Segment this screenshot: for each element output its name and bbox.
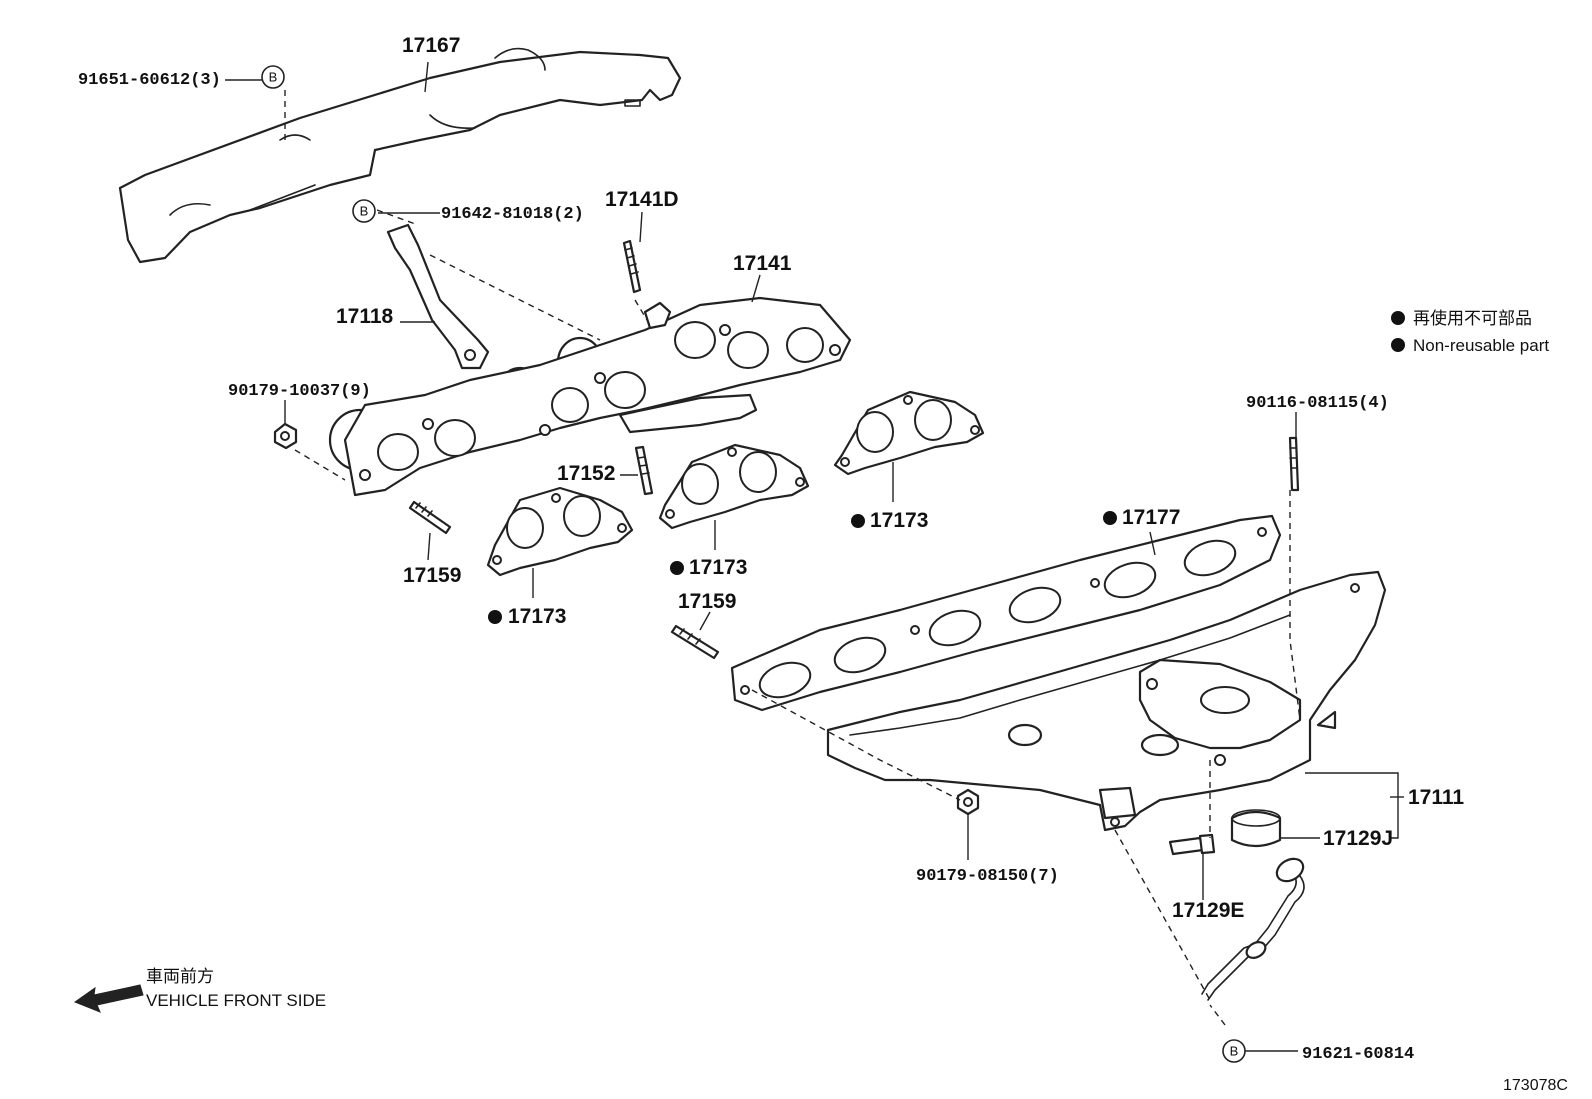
label-17159-lower: 17159 — [678, 590, 736, 613]
stud-17159-lower — [670, 624, 720, 660]
gasket-17173-a — [486, 486, 634, 577]
label-91642: 91642-81018(2) — [441, 205, 584, 224]
legend-dot-en — [1391, 338, 1405, 352]
gasket-17173-c — [833, 390, 985, 476]
bolt-marker-2: B — [352, 199, 376, 223]
union-17129E — [1168, 833, 1216, 856]
label-91651: 91651-60612(3) — [78, 71, 221, 90]
heat-insulator-17167 — [118, 47, 682, 264]
leader-lines — [225, 61, 1404, 1052]
label-17141D: 17141D — [605, 188, 679, 211]
label-90116: 90116-08115(4) — [1246, 394, 1389, 413]
label-17173-b: 17173 — [689, 556, 747, 579]
exhaust-manifold-17141 — [328, 296, 852, 497]
intake-gasket-17177 — [730, 514, 1282, 712]
legend-dot-jp — [1391, 311, 1405, 325]
front-direction-en: VEHICLE FRONT SIDE — [146, 991, 326, 1010]
hose-clip-91621 — [1201, 857, 1305, 1001]
legend: 再使用不可部品 Non-reusable part — [1391, 308, 1549, 355]
nonreusable-dot-17177 — [1103, 511, 1117, 525]
front-direction-indicator: 車両前方 VEHICLE FRONT SIDE — [73, 967, 326, 1013]
nonreusable-dot-17173c — [851, 514, 865, 528]
legend-text-jp: 再使用不可部品 — [1413, 308, 1532, 328]
stud-17141D — [622, 239, 642, 294]
legend-text-en: Non-reusable part — [1413, 336, 1549, 355]
plug-17129J — [1230, 809, 1282, 848]
manifold-stay-17118 — [386, 223, 490, 370]
bolt-marker-3: B — [1222, 1039, 1246, 1063]
label-17173-a: 17173 — [508, 605, 566, 628]
front-direction-jp: 車両前方 — [146, 967, 214, 986]
label-17159-upper: 17159 — [403, 564, 461, 587]
nut-90179-10037 — [273, 422, 298, 450]
label-17167: 17167 — [402, 34, 460, 57]
label-17152: 17152 — [557, 462, 615, 485]
nonreusable-dot-17173a — [488, 610, 502, 624]
nonreusable-dot-17173b — [670, 561, 684, 575]
label-90179-08150: 90179-08150(7) — [916, 867, 1059, 886]
figure-code: 173078C — [1503, 1077, 1568, 1094]
label-17141: 17141 — [733, 252, 792, 275]
stud-17152 — [634, 445, 654, 496]
label-90179-10037: 90179-10037(9) — [228, 382, 371, 401]
svg-text:B: B — [269, 70, 278, 85]
svg-text:B: B — [1230, 1044, 1239, 1059]
label-17111: 17111 — [1408, 786, 1464, 809]
label-17129E: 17129E — [1172, 899, 1244, 922]
nut-90179-08150 — [956, 788, 980, 816]
label-17173-c: 17173 — [870, 509, 928, 532]
label-91621: 91621-60814 — [1302, 1045, 1414, 1064]
intake-manifold-17111 — [826, 570, 1387, 832]
svg-text:B: B — [360, 204, 369, 219]
reference-lines — [284, 90, 1301, 1026]
label-17118: 17118 — [336, 305, 394, 328]
gasket-17173-b — [658, 443, 810, 530]
label-17129J: 17129J — [1323, 827, 1393, 850]
bolt-marker-1: B — [261, 65, 285, 89]
stud-90116 — [1288, 436, 1300, 492]
stud-17159-upper — [408, 500, 452, 535]
label-17177: 17177 — [1122, 506, 1180, 529]
